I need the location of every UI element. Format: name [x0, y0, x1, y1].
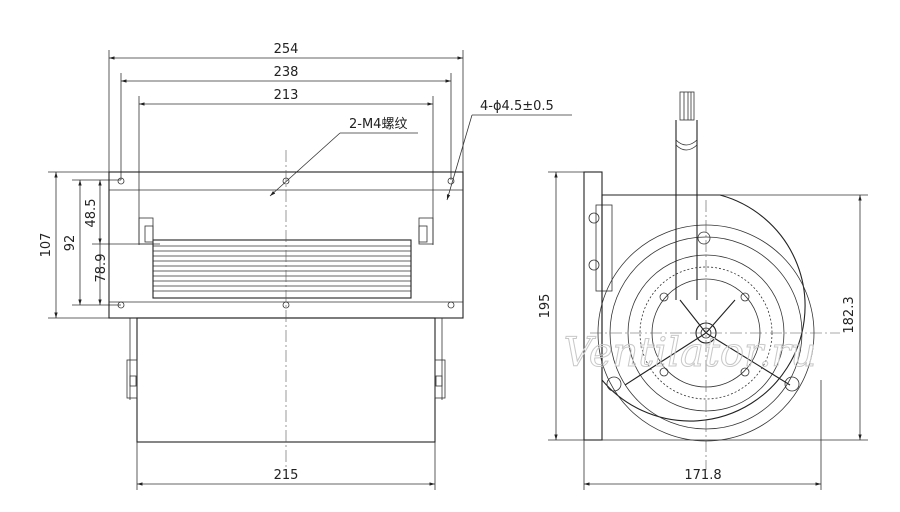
watermark: Ventilator.ru: [564, 330, 817, 376]
dim-213-label: 213: [274, 88, 299, 103]
dim-48-5-label: 48.5: [84, 199, 99, 228]
side-flange: [583, 171, 603, 441]
dim-213: 213: [139, 88, 433, 106]
dim-254-label: 254: [274, 42, 299, 57]
dim-254: 254: [109, 42, 463, 60]
dim-78-9: 78.9: [94, 244, 109, 305]
dim-171-8-label: 171.8: [684, 468, 721, 483]
dim-215-label: 215: [274, 468, 299, 483]
dim-48-5: 48.5: [84, 180, 102, 244]
dim-238-label: 238: [274, 65, 299, 80]
callout-thread-label: 2-M4螺纹: [349, 117, 407, 132]
dim-171-8: 171.8: [584, 468, 821, 486]
dim-92: 92: [63, 180, 82, 305]
dim-182-3: 182.3: [842, 195, 862, 440]
dim-107: 107: [39, 172, 58, 318]
front-view: 254 238 213 2-M4螺纹 4-ϕ4.5±0.5: [39, 42, 572, 490]
dim-215: 215: [137, 468, 435, 486]
callout-holes: 4-ϕ4.5±0.5: [446, 99, 572, 201]
dim-195: 195: [538, 172, 558, 440]
dim-92-label: 92: [63, 235, 78, 252]
side-view: 195 182.3: [538, 91, 868, 490]
callout-thread: 2-M4螺纹: [269, 117, 418, 197]
outlet-fins: [138, 217, 434, 299]
dim-107-label: 107: [39, 233, 54, 258]
dim-78-9-label: 78.9: [94, 254, 109, 283]
cable: [675, 91, 698, 300]
callout-holes-label: 4-ϕ4.5±0.5: [480, 99, 554, 114]
dim-238: 238: [121, 65, 451, 83]
dim-182-3-label: 182.3: [842, 296, 857, 333]
dim-195-label: 195: [538, 294, 553, 319]
